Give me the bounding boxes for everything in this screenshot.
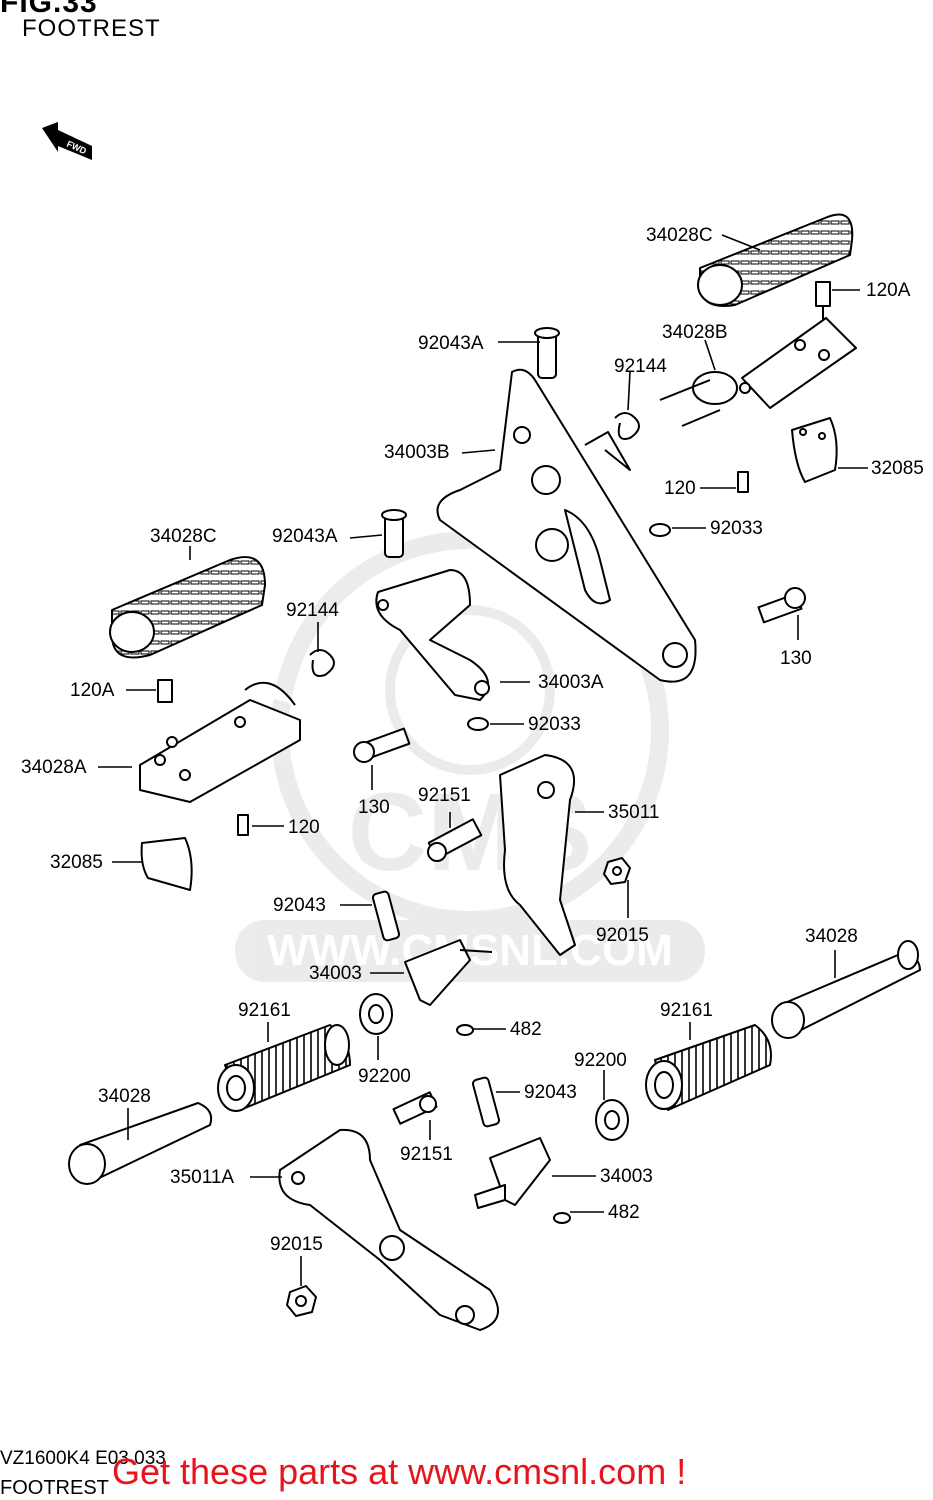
cushion-32085-left	[140, 837, 193, 891]
washer-92200-left	[359, 993, 393, 1035]
cotter-pin-482-mid	[456, 1024, 474, 1036]
bracket-34003A	[375, 569, 490, 701]
nut-92015-right	[603, 857, 631, 885]
label-482-low: 482	[608, 1202, 640, 1223]
footrest-plate-34028B	[659, 317, 857, 427]
rubber-grip-92161-right	[645, 1024, 772, 1111]
label-34028C-top: 34028C	[646, 225, 713, 246]
label-120-top: 120	[664, 478, 696, 499]
label-34003B: 34003B	[384, 442, 450, 463]
label-130-mid: 130	[358, 797, 390, 818]
pin-92043A-top	[534, 327, 560, 379]
label-92033-top: 92033	[710, 518, 763, 539]
bracket-34003B	[436, 368, 697, 683]
tube-34028-left	[68, 1102, 213, 1185]
spring-92144-top	[584, 412, 640, 471]
footrest-plate-34028A	[139, 681, 301, 803]
rubber-grip-92161-left	[217, 1024, 351, 1112]
label-130-right: 130	[780, 648, 812, 669]
label-35011: 35011	[608, 802, 659, 823]
parts-link[interactable]: Get these parts at www.cmsnl.com !	[112, 1451, 687, 1492]
label-35011A: 35011A	[170, 1167, 234, 1188]
label-92043-low: 92043	[524, 1082, 577, 1103]
label-92161-left: 92161	[238, 1000, 291, 1021]
bolt-92151-low	[392, 1091, 438, 1125]
label-92200-right: 92200	[574, 1050, 627, 1071]
bolt-120A-top	[815, 281, 831, 320]
rubber-grip-34028C-top	[697, 213, 854, 307]
clevis-34003-low	[474, 1137, 551, 1209]
figure-code: VZ1600K4 E03 033	[0, 1448, 166, 1469]
label-34003A: 34003A	[538, 672, 604, 693]
nut-92015-low	[286, 1285, 317, 1317]
rubber-grip-34028C-left	[109, 556, 266, 659]
label-120A-top: 120A	[866, 280, 911, 301]
label-120-left: 120	[288, 817, 320, 838]
label-92033-mid: 92033	[528, 714, 581, 735]
label-34028-right: 34028	[805, 926, 858, 947]
label-92043-mid: 92043	[273, 895, 326, 916]
bracket-35011A	[278, 1128, 499, 1331]
label-92015-right: 92015	[596, 925, 649, 946]
leader-lines	[98, 234, 868, 1286]
forward-arrow-icon: FWD	[42, 122, 92, 160]
footer-title: FOOTREST	[0, 1477, 109, 1499]
label-92151-low: 92151	[400, 1144, 453, 1165]
washer-92033-mid	[467, 717, 489, 731]
pin-92043-low	[471, 1076, 501, 1128]
figure-number: FIG.33	[0, 0, 98, 19]
label-34028-left: 34028	[98, 1086, 151, 1107]
pin-92043A-mid	[381, 509, 407, 558]
washer-92200-right	[595, 1099, 629, 1141]
label-34028C-left: 34028C	[150, 526, 217, 547]
label-92161-right: 92161	[660, 1000, 713, 1021]
figure-title: FOOTREST	[22, 15, 161, 42]
label-34028B: 34028B	[662, 322, 728, 343]
label-92015-low: 92015	[270, 1234, 323, 1255]
part-labels: 34028C 120A 34028B 92043A 92144 34003B 1…	[21, 225, 924, 1255]
label-92043A-top: 92043A	[418, 333, 484, 354]
cotter-pin-482-low	[553, 1212, 571, 1224]
bolt-130-mid	[353, 727, 411, 763]
label-92151-top: 92151	[418, 785, 471, 806]
label-32085-left: 32085	[50, 852, 103, 873]
tube-34028-right	[771, 940, 921, 1039]
bolt-120-left	[237, 814, 249, 836]
clevis-34003-mid	[404, 939, 493, 1006]
spring-92144-mid	[309, 649, 335, 677]
washer-92033-top	[649, 523, 671, 537]
bolt-130-right	[757, 587, 806, 624]
label-34003-low: 34003	[600, 1166, 653, 1187]
label-32085-top: 32085	[871, 458, 924, 479]
label-34028A: 34028A	[21, 757, 87, 778]
label-92144-mid: 92144	[286, 600, 339, 621]
cushion-32085-top	[791, 417, 838, 483]
bolt-120A-left	[157, 679, 173, 703]
label-120A-left: 120A	[70, 680, 115, 701]
bolt-120-top	[737, 471, 749, 493]
label-92200-left: 92200	[358, 1066, 411, 1087]
label-92144-top: 92144	[614, 356, 667, 377]
label-92043A-mid: 92043A	[272, 526, 338, 547]
pin-92043-mid	[371, 890, 401, 942]
label-482-mid: 482	[510, 1019, 542, 1040]
bracket-35011	[499, 754, 576, 956]
bolt-92151-top	[427, 818, 483, 862]
label-34003-mid: 34003	[309, 963, 362, 984]
